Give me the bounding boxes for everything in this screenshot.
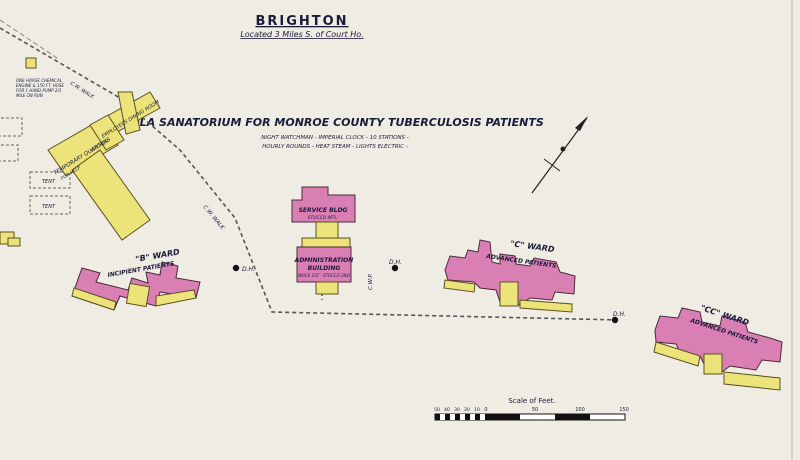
scale-title: Scale of Feet.	[508, 397, 555, 405]
dh-point-1	[232, 264, 240, 272]
scale-tick-0: 50	[434, 407, 440, 413]
admin-building-label-1: ADMINISTRATION	[294, 257, 354, 264]
notes-line-2: HOURLY ROUNDS - HEAT STEAM - LIGHTS ELEC…	[262, 144, 408, 150]
tent-outlines	[0, 117, 71, 215]
temporary-quarters-complex	[47, 91, 161, 241]
dh-label-1: D.H.	[242, 266, 255, 273]
map-place-title: BRIGHTON	[255, 14, 348, 29]
map-location-note: Located 3 Miles S. of Court Ho.	[240, 30, 363, 39]
notes-line-1: NIGHT WATCHMAN - IMPERIAL CLOCK - 10 STA…	[261, 135, 408, 141]
scale-tick-5: 0	[484, 407, 487, 413]
cc-ward-building	[653, 307, 783, 391]
tent-label-2: TENT	[42, 204, 56, 210]
sanatorium-title: IOLA SANATORIUM FOR MONROE COUNTY TUBERC…	[126, 116, 544, 129]
north-arrow-icon	[531, 116, 588, 194]
dh-point-2	[391, 264, 399, 272]
c-ward-label: "C" WARD	[510, 239, 556, 254]
engine-note-2: ENGINE & 150 FT. HOSE	[16, 83, 64, 88]
scale-tick-4: 10	[474, 407, 480, 413]
c-ward-building	[443, 239, 576, 313]
cinder-walk-main	[0, 27, 621, 321]
dh-point-3	[611, 316, 619, 324]
scale-tick-3: 20	[464, 407, 470, 413]
admin-building-label-2: BUILDING	[308, 265, 341, 272]
b-ward-building	[71, 261, 201, 311]
scale-tick-7: 100	[575, 407, 585, 413]
chemical-engine-house	[25, 57, 37, 69]
engine-note-4: MILE ON RUN	[16, 93, 43, 98]
administration-building	[296, 237, 352, 295]
walk-label-3: C.W.P.	[368, 273, 374, 290]
scale-tick-1: 40	[444, 407, 450, 413]
engine-note-3: FOR 1 HAND PUMP 2/3	[16, 88, 62, 93]
scale-tick-8: 150	[619, 407, 629, 413]
tent-label-1: TENT	[42, 179, 56, 185]
scale-tick-2: 30	[454, 407, 460, 413]
admin-building-detail: BRICK 1ST - STUCCO 2ND	[298, 273, 349, 278]
small-shed-left-2	[7, 237, 21, 247]
scale-ticks: 50 40 30 20 10 0 50 100 150	[434, 407, 629, 413]
dh-label-3: D.H.	[613, 311, 626, 318]
dh-label-2: D.H.	[389, 259, 402, 266]
scale-bar	[434, 413, 626, 421]
service-building-label: SERVICE BLDG	[299, 207, 348, 214]
walk-label-1: C.W. WALK	[69, 81, 95, 101]
engine-note-1: ONE HORSE CHEMICAL	[16, 78, 62, 83]
scale-tick-6: 50	[532, 407, 538, 413]
service-building	[291, 186, 356, 239]
walk-label-2: C.W. WALK	[201, 204, 225, 231]
service-building-detail: STUCCO MTL.	[308, 215, 339, 221]
wire-line	[0, 19, 61, 61]
